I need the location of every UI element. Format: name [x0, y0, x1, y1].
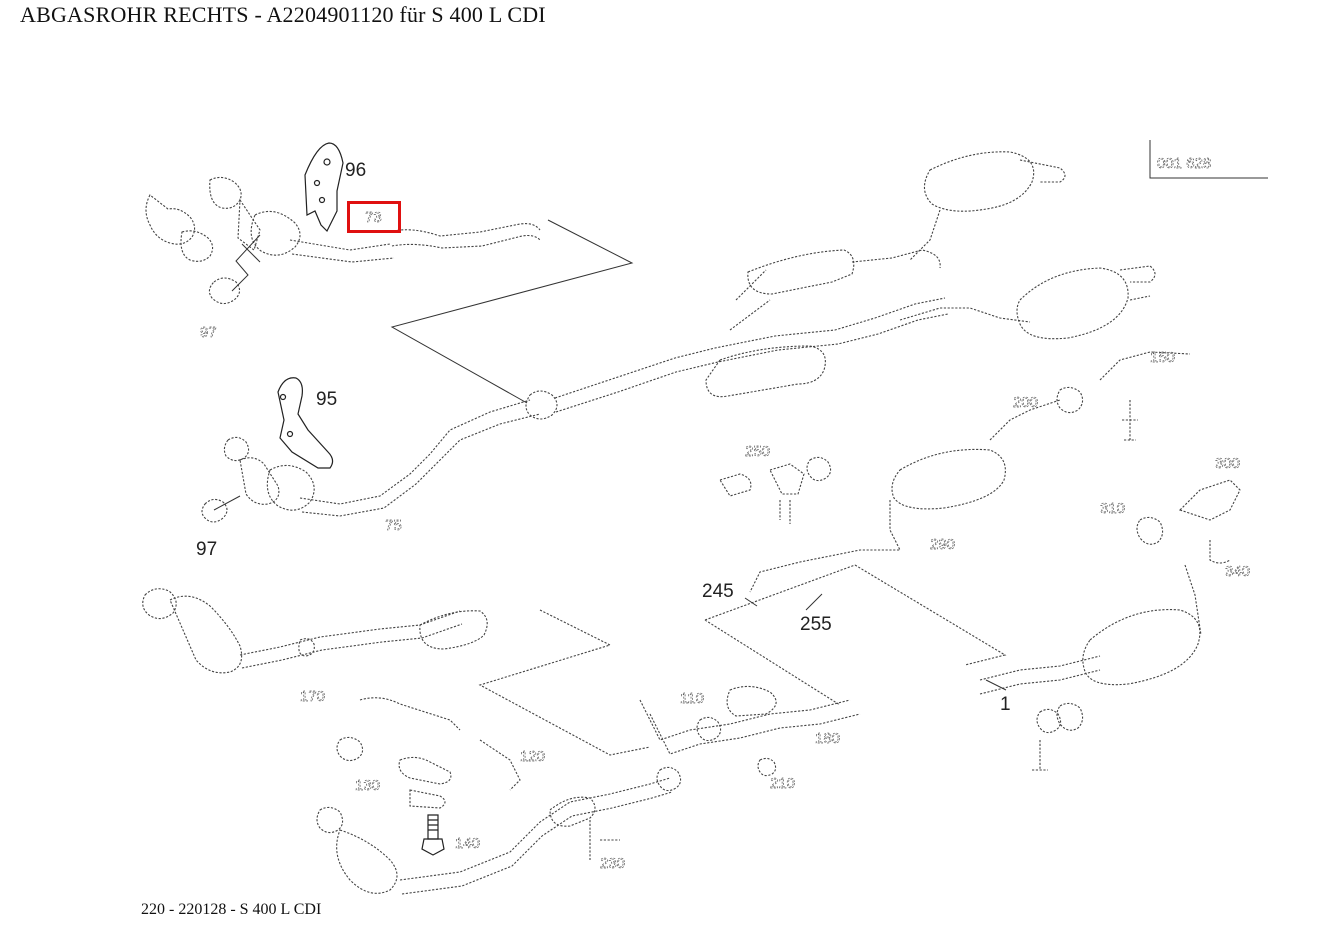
svg-text:120: 120: [520, 748, 545, 765]
exhaust-pipe-lower-left: [142, 588, 651, 756]
label-1: 1: [1000, 694, 1011, 715]
hardware-lower-middle: [336, 685, 861, 809]
svg-text:290: 290: [930, 536, 955, 553]
svg-text:300: 300: [1215, 455, 1240, 472]
svg-text:75: 75: [385, 517, 402, 534]
svg-text:230: 230: [600, 855, 625, 872]
label-255: 255: [800, 614, 832, 635]
svg-text:180: 180: [815, 730, 840, 747]
label-245: 245: [702, 581, 734, 602]
svg-text:150: 150: [1150, 349, 1175, 366]
label-96: 96: [345, 160, 366, 181]
exhaust-pipe-upper-assembly: [145, 176, 541, 305]
svg-text:250: 250: [745, 443, 770, 460]
svg-text:200: 200: [1013, 394, 1038, 411]
highlighted-part-box[interactable]: [347, 201, 401, 233]
label-95: 95: [316, 389, 337, 410]
svg-text:340: 340: [1225, 563, 1250, 580]
svg-text:130: 130: [355, 777, 380, 794]
faint-part-numbers: 001 628 97 75 140 150 200 300 310 340 25…: [200, 155, 1251, 873]
label-97-lower: 97: [196, 539, 217, 560]
svg-text:210: 210: [770, 775, 795, 792]
footer-model-label: 220 - 220128 - S 400 L CDI: [141, 901, 322, 918]
page-title: ABGASROHR RECHTS - A2204901120 für S 400…: [20, 2, 546, 27]
hangers-right: [719, 351, 1191, 524]
exhaust-pipe-middle-assembly: [201, 399, 541, 523]
highlighted-part-number: 73: [365, 209, 382, 226]
svg-text:97: 97: [200, 324, 217, 341]
svg-text:001 628: 001 628: [1157, 155, 1211, 172]
bolt-icon: [421, 814, 445, 856]
svg-text:170: 170: [300, 688, 325, 705]
bracket-95: [277, 377, 334, 469]
svg-text:310: 310: [1100, 500, 1125, 517]
bracket-96: [304, 142, 344, 233]
exhaust-pipe-bottom: [316, 766, 682, 895]
svg-text:140: 140: [455, 835, 480, 852]
exhaust-pipe-lower-right: [749, 399, 1241, 771]
central-pipe-and-mufflers: [525, 151, 1156, 420]
svg-text:110: 110: [680, 690, 704, 707]
